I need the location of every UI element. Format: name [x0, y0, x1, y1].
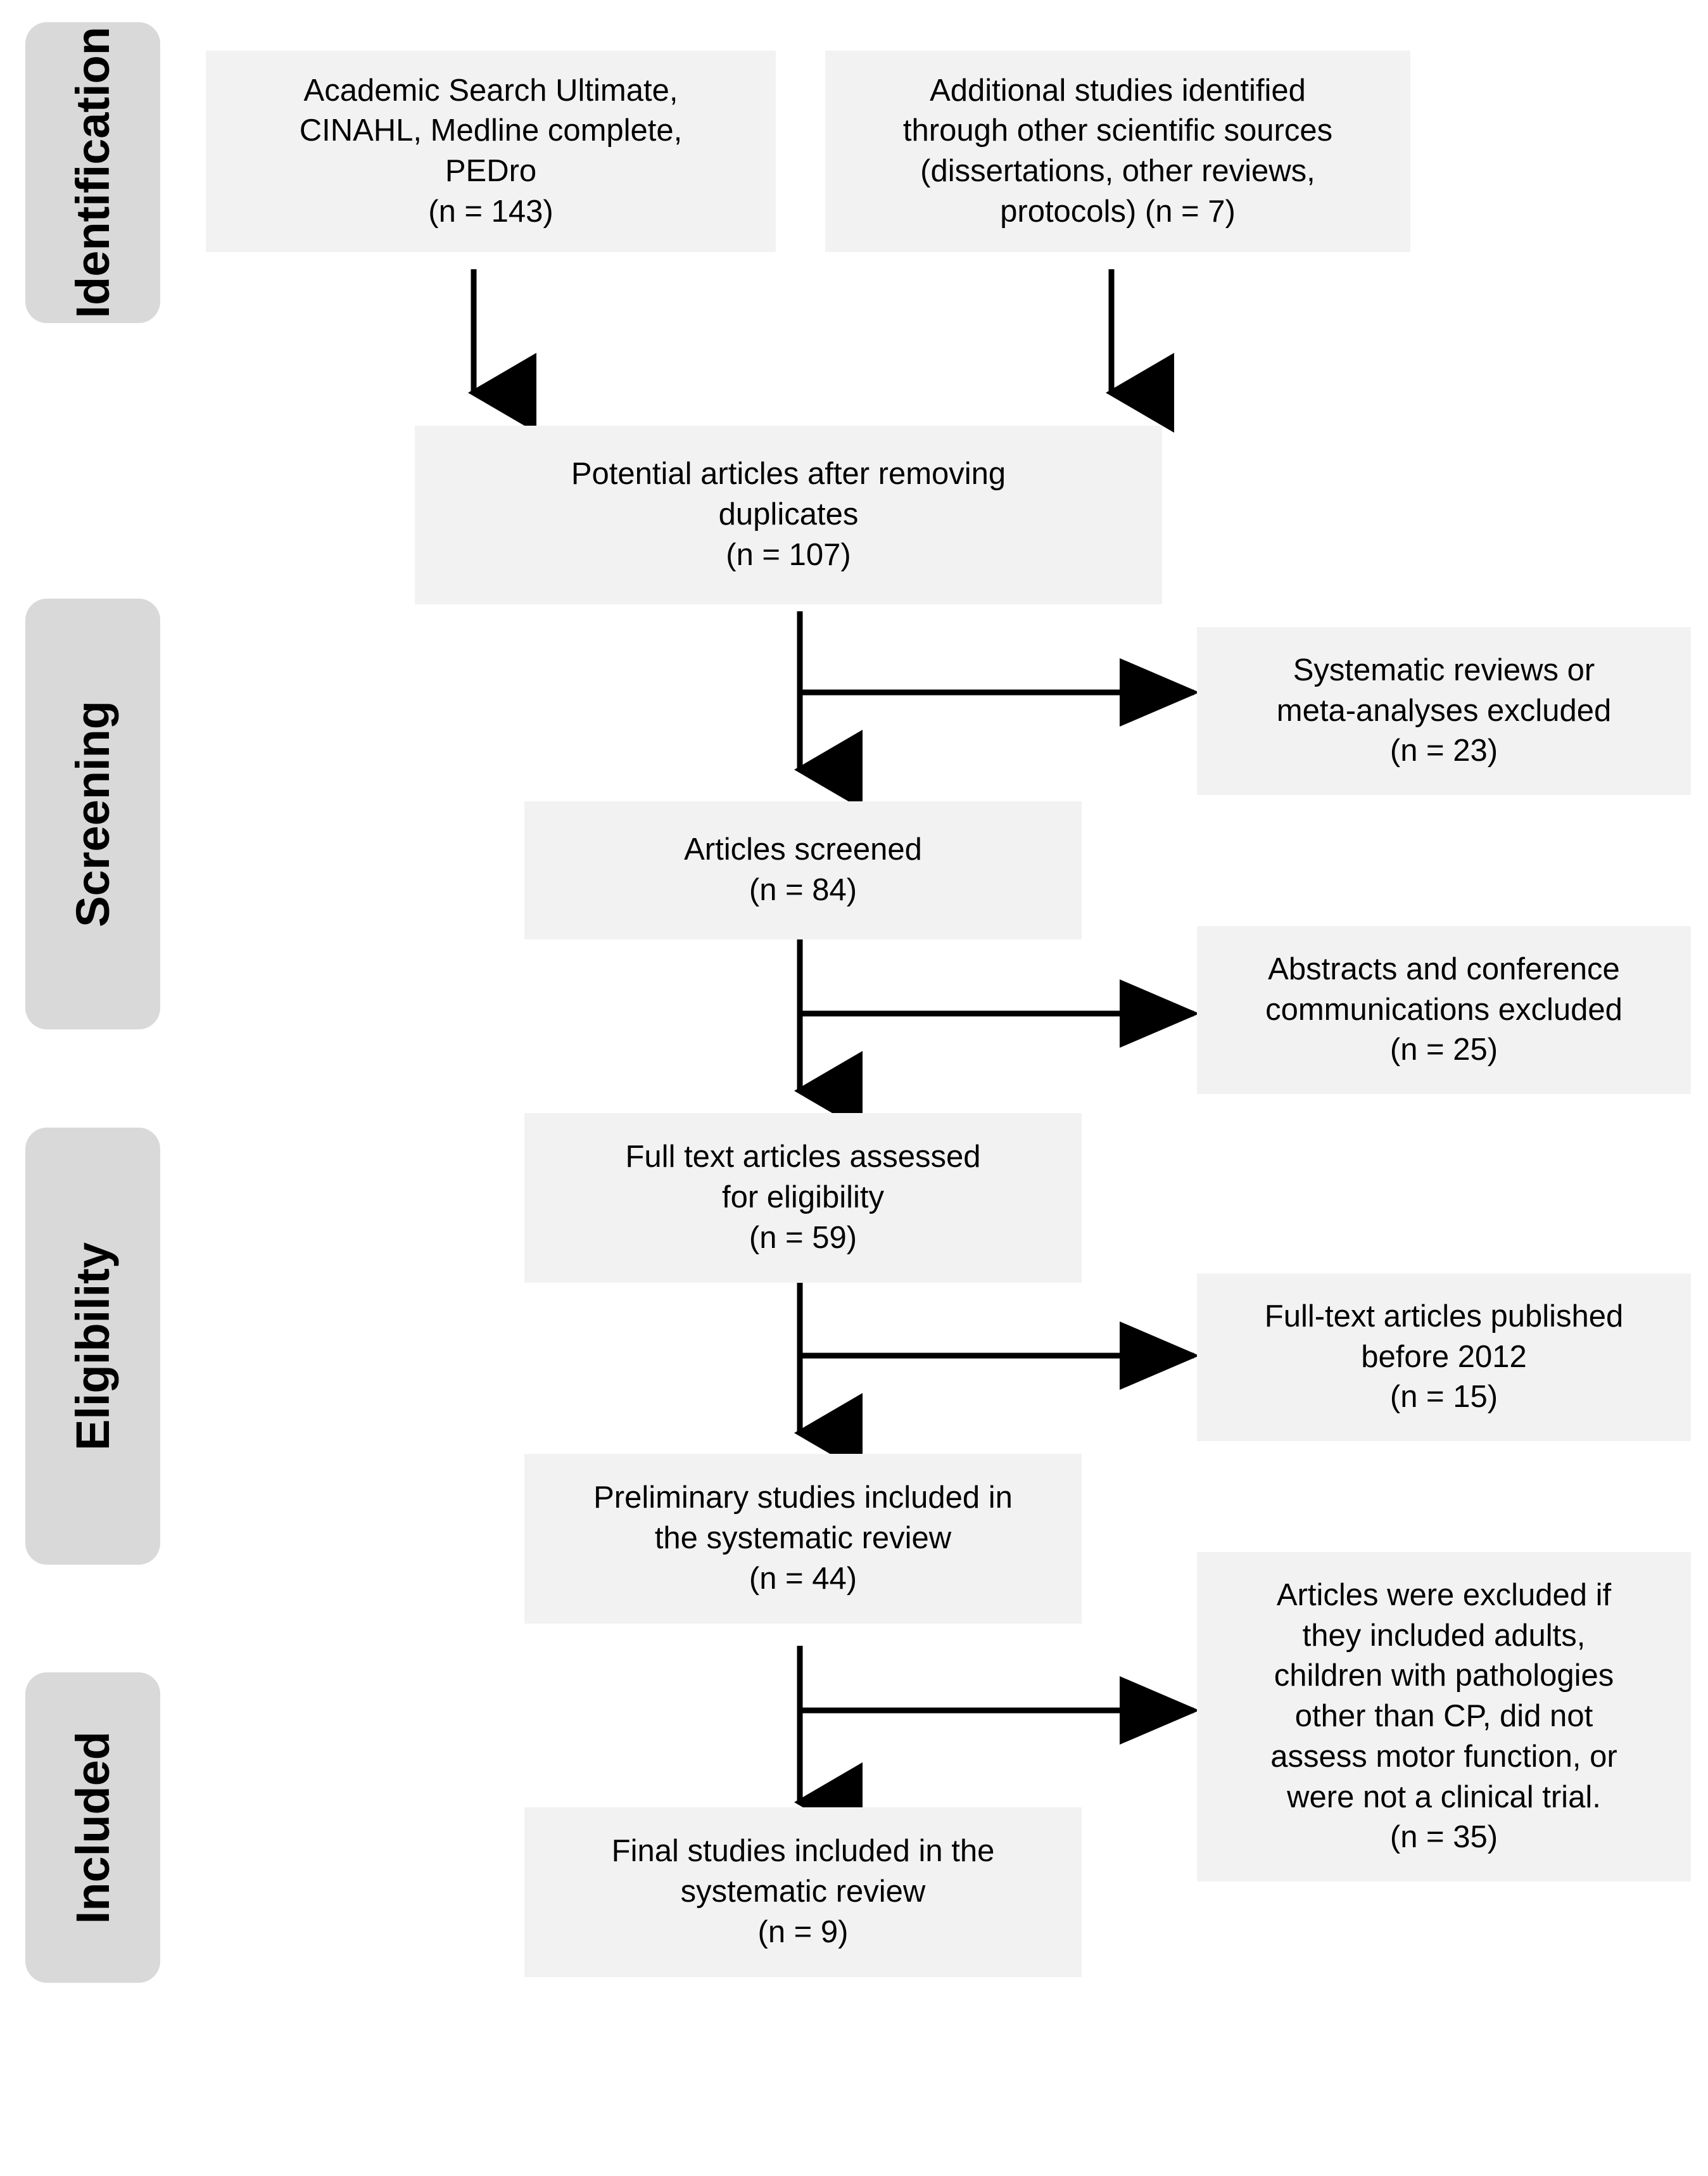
stage-label-eligibility: Eligibility: [25, 1128, 160, 1565]
box-excluded-abstracts-text: Abstracts and conference communications …: [1265, 951, 1623, 1067]
box-final-included: Final studies included in the systematic…: [524, 1807, 1082, 1977]
stage-label-included-text: Included: [66, 1731, 119, 1925]
box-preliminary-included-text: Preliminary studies included in the syst…: [593, 1480, 1013, 1596]
box-excluded-abstracts: Abstracts and conference communications …: [1197, 926, 1691, 1094]
box-records-other-sources-text: Additional studies identified through ot…: [902, 73, 1333, 229]
stage-label-eligibility-text: Eligibility: [66, 1242, 119, 1451]
box-articles-screened: Articles screened (n = 84): [524, 801, 1082, 939]
box-excluded-criteria: Articles were excluded if they included …: [1197, 1552, 1691, 1881]
stage-label-screening: Screening: [25, 599, 160, 1029]
box-after-duplicates-text: Potential articles after removing duplic…: [571, 457, 1006, 572]
box-preliminary-included: Preliminary studies included in the syst…: [524, 1454, 1082, 1624]
box-excluded-before-2012-text: Full-text articles published before 2012…: [1264, 1299, 1624, 1415]
stage-label-screening-text: Screening: [66, 701, 119, 927]
box-records-databases-text: Academic Search Ultimate, CINAHL, Medlin…: [299, 73, 683, 229]
box-excluded-before-2012: Full-text articles published before 2012…: [1197, 1273, 1691, 1441]
box-fulltext-assessed: Full text articles assessed for eligibil…: [524, 1113, 1082, 1283]
stage-label-identification: Identification: [25, 22, 160, 323]
box-final-included-text: Final studies included in the systematic…: [611, 1834, 995, 1949]
box-records-databases: Academic Search Ultimate, CINAHL, Medlin…: [206, 51, 776, 252]
box-after-duplicates: Potential articles after removing duplic…: [415, 426, 1162, 604]
stage-label-included: Included: [25, 1672, 160, 1983]
box-records-other-sources: Additional studies identified through ot…: [825, 51, 1410, 252]
box-articles-screened-text: Articles screened (n = 84): [684, 832, 922, 907]
box-excluded-reviews: Systematic reviews or meta-analyses excl…: [1197, 627, 1691, 795]
box-fulltext-assessed-text: Full text articles assessed for eligibil…: [625, 1140, 981, 1255]
box-excluded-reviews-text: Systematic reviews or meta-analyses excl…: [1276, 652, 1612, 768]
stage-label-identification-text: Identification: [66, 27, 119, 319]
box-excluded-criteria-text: Articles were excluded if they included …: [1270, 1578, 1617, 1855]
